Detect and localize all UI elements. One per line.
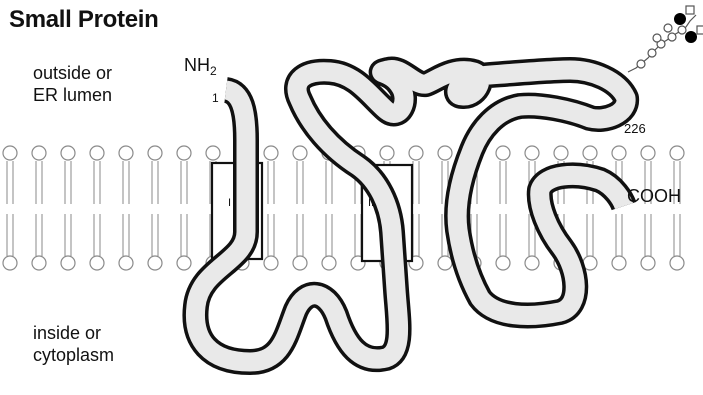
c-terminus-label: COOH — [627, 186, 681, 207]
lipid-head-inner — [293, 256, 307, 270]
outside-compartment-label: outside or ER lumen — [33, 62, 112, 106]
lipid-head-outer — [496, 146, 510, 160]
transmembrane-label-2: II — [368, 197, 374, 209]
lipid-head-inner — [32, 256, 46, 270]
lipid-head-outer — [641, 146, 655, 160]
lipid-head-outer — [206, 146, 220, 160]
lipid-head-inner — [90, 256, 104, 270]
lipid-head-outer — [438, 146, 452, 160]
lipid-head-outer — [525, 146, 539, 160]
n-terminus-label: NH2 — [184, 55, 217, 78]
transmembrane-label-1: I — [228, 197, 231, 209]
lipid-head-inner — [3, 256, 17, 270]
lipid-head-outer — [3, 146, 17, 160]
residue-end-label: 226 — [624, 121, 646, 136]
lipid-head-inner — [612, 256, 626, 270]
lipid-head-outer — [90, 146, 104, 160]
inside-compartment-label: inside or cytoplasm — [33, 322, 114, 366]
lipid-head-inner — [322, 256, 336, 270]
lipid-head-outer — [380, 146, 394, 160]
inside-label-line-1: inside or — [33, 322, 114, 344]
inside-label-line-2: cytoplasm — [33, 344, 114, 366]
lipid-head-outer — [119, 146, 133, 160]
lipid-head-outer — [612, 146, 626, 160]
lipid-head-outer — [264, 146, 278, 160]
outside-label-line-1: outside or — [33, 62, 112, 84]
lipid-head-inner — [496, 256, 510, 270]
lipid-head-outer — [409, 146, 423, 160]
lipid-head-inner — [525, 256, 539, 270]
lipid-head-outer — [61, 146, 75, 160]
glycan-chain — [628, 6, 703, 72]
lipid-head-inner — [119, 256, 133, 270]
lipid-head-inner — [177, 256, 191, 270]
lipid-head-inner — [61, 256, 75, 270]
lipid-head-inner — [670, 256, 684, 270]
n-terminus-text: NH — [184, 55, 210, 75]
page-title: Small Protein — [9, 6, 158, 34]
lipid-head-outer — [670, 146, 684, 160]
lipid-head-inner — [438, 256, 452, 270]
lipid-head-inner — [641, 256, 655, 270]
lipid-head-outer — [32, 146, 46, 160]
lipid-head-outer — [554, 146, 568, 160]
lipid-head-outer — [293, 146, 307, 160]
lipid-head-inner — [264, 256, 278, 270]
lipid-head-outer — [148, 146, 162, 160]
residue-start-label: 1 — [212, 91, 219, 105]
lipid-head-outer — [583, 146, 597, 160]
outside-label-line-2: ER lumen — [33, 84, 112, 106]
n-terminus-subscript: 2 — [210, 64, 217, 78]
lipid-head-outer — [177, 146, 191, 160]
lipid-head-inner — [148, 256, 162, 270]
